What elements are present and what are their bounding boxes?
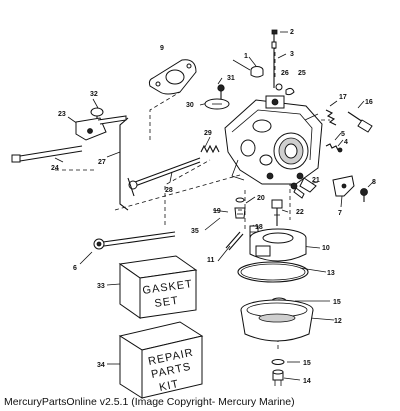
spring-part	[200, 144, 220, 154]
callout-29: 29	[204, 130, 212, 137]
callout-30: 30	[186, 102, 194, 109]
callout-6: 6	[73, 265, 77, 272]
long-screw-part	[11, 145, 83, 163]
throttle-shaft-part	[127, 157, 201, 197]
cap-plug-part	[250, 66, 264, 78]
repair-box-line3: KIT	[158, 378, 180, 394]
gasket-set-box: GASKET SET	[118, 255, 198, 319]
screw-8-part	[360, 188, 368, 202]
callout-4: 4	[344, 139, 348, 146]
callout-8: 8	[372, 179, 376, 186]
callout-25: 25	[298, 70, 306, 77]
float-pin-part	[225, 231, 244, 251]
callout-3: 3	[290, 51, 294, 58]
callout-12: 12	[334, 318, 342, 325]
callout-10: 10	[322, 245, 330, 252]
callout-15a: 15	[333, 299, 341, 306]
small-spring-part	[325, 143, 343, 153]
gasket-flange-part	[148, 59, 197, 95]
pin-part	[290, 182, 305, 199]
callout-26: 26	[281, 70, 289, 77]
callout-5: 5	[341, 131, 345, 138]
callout-28: 28	[165, 187, 173, 194]
copyright-footer: MercuryPartsOnline v2.5.1 (Image Copyrig…	[4, 396, 295, 408]
bolt-part	[93, 231, 176, 250]
callout-35: 35	[191, 228, 199, 235]
callout-33: 33	[97, 283, 105, 290]
callout-2: 2	[290, 29, 294, 36]
callout-17: 17	[339, 94, 347, 101]
callout-23: 23	[58, 111, 66, 118]
callout-19: 19	[213, 208, 221, 215]
callout-22: 22	[296, 209, 304, 216]
lever-part	[90, 107, 104, 124]
callout-16: 16	[365, 99, 373, 106]
drain-screw-part	[272, 369, 284, 386]
callout-24: 24	[51, 165, 59, 172]
gasket-box-line2: SET	[154, 295, 180, 310]
leader-lines	[54, 31, 375, 381]
callout-numbers: 1 2 3 4 5 6 7 8 9 10 11 12 13 14 15 15 1…	[51, 29, 376, 385]
callout-14: 14	[303, 378, 311, 385]
washer-lower-part	[271, 359, 285, 365]
callout-27: 27	[98, 159, 106, 166]
screw-part	[217, 84, 225, 100]
link-rod-part	[119, 117, 129, 211]
clip-parts	[275, 83, 295, 96]
callout-20: 20	[257, 195, 265, 202]
callout-15b: 15	[303, 360, 311, 367]
float-part	[249, 228, 307, 262]
callout-1: 1	[244, 53, 248, 60]
float-bowl-part	[240, 299, 314, 342]
diaphragm-disc-part	[204, 98, 230, 110]
needle-rod-part	[271, 29, 278, 88]
float-lever-part	[332, 175, 355, 197]
valve-seat-part	[234, 197, 246, 219]
callout-13: 13	[327, 270, 335, 277]
repair-kit-box: REPAIR PARTS KIT	[118, 321, 204, 399]
callout-11: 11	[207, 257, 215, 264]
callout-34: 34	[97, 362, 105, 369]
callout-21: 21	[312, 177, 320, 184]
bracket-part	[75, 115, 127, 141]
callout-32: 32	[90, 91, 98, 98]
callout-31: 31	[227, 75, 235, 82]
adjust-screw-part	[325, 109, 373, 133]
callout-18: 18	[255, 224, 263, 231]
callout-9: 9	[160, 45, 164, 52]
jet-part	[271, 199, 283, 226]
bowl-gasket-part	[237, 261, 309, 283]
callout-7: 7	[338, 210, 342, 217]
carburetor-body-part	[224, 95, 323, 193]
